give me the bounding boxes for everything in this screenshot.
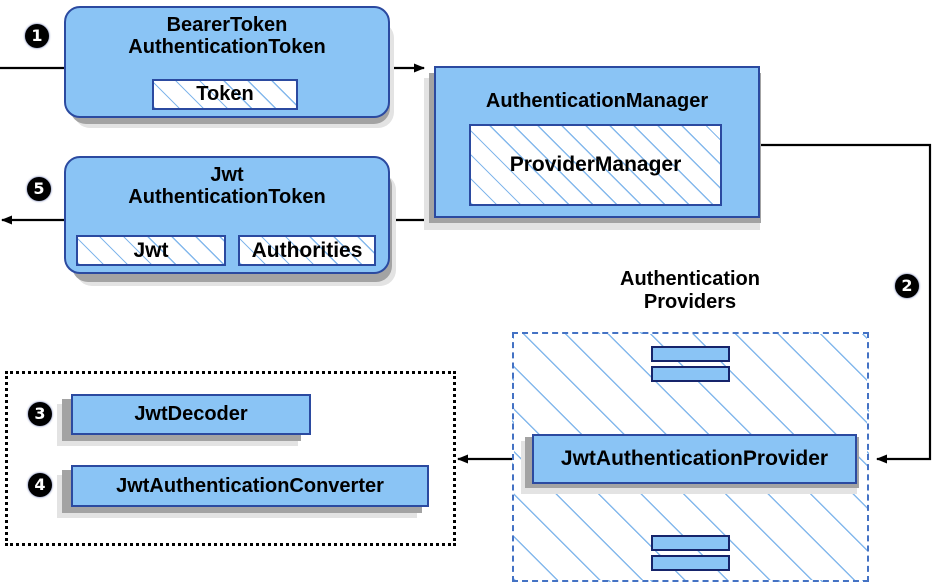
jwt-inner-box[interactable]: Jwt xyxy=(76,235,226,266)
jwt-decoder-box[interactable]: JwtDecoder xyxy=(71,394,311,435)
jwt-authentication-converter-box[interactable]: JwtAuthenticationConverter xyxy=(71,465,429,507)
authentication-manager-title: AuthenticationManager xyxy=(485,90,709,112)
provider-bar-bottom-2 xyxy=(651,555,730,571)
jwt-authentication-provider-title: JwtAuthenticationProvider xyxy=(560,447,829,471)
provider-bar-bottom-1 xyxy=(651,535,730,551)
step-badge-2: 2 xyxy=(895,274,919,298)
token-inner-box[interactable]: Token xyxy=(152,79,298,110)
provider-bar-top-2 xyxy=(651,366,730,382)
jwt-decoder-title: JwtDecoder xyxy=(134,403,248,426)
bearer-token-authentication-token-box[interactable]: BearerToken AuthenticationToken xyxy=(64,6,390,118)
step-badge-3: 3 xyxy=(28,402,52,426)
step-badge-1: 1 xyxy=(25,24,49,48)
provider-manager-inner-box[interactable]: ProviderManager xyxy=(469,124,722,206)
step-badge-4: 4 xyxy=(28,473,52,497)
jwt-authentication-provider-box[interactable]: JwtAuthenticationProvider xyxy=(532,434,857,484)
jwt-authentication-converter-title: JwtAuthenticationConverter xyxy=(116,474,384,497)
jwt-token-title: Jwt AuthenticationToken xyxy=(128,164,326,209)
authorities-inner-box[interactable]: Authorities xyxy=(238,235,376,266)
provider-bar-top-1 xyxy=(651,346,730,362)
step-badge-5: 5 xyxy=(27,177,51,201)
bearer-token-title: BearerToken AuthenticationToken xyxy=(128,14,326,59)
authentication-providers-label: Authentication Providers xyxy=(620,268,760,313)
jwt-configuration-container xyxy=(5,371,456,546)
